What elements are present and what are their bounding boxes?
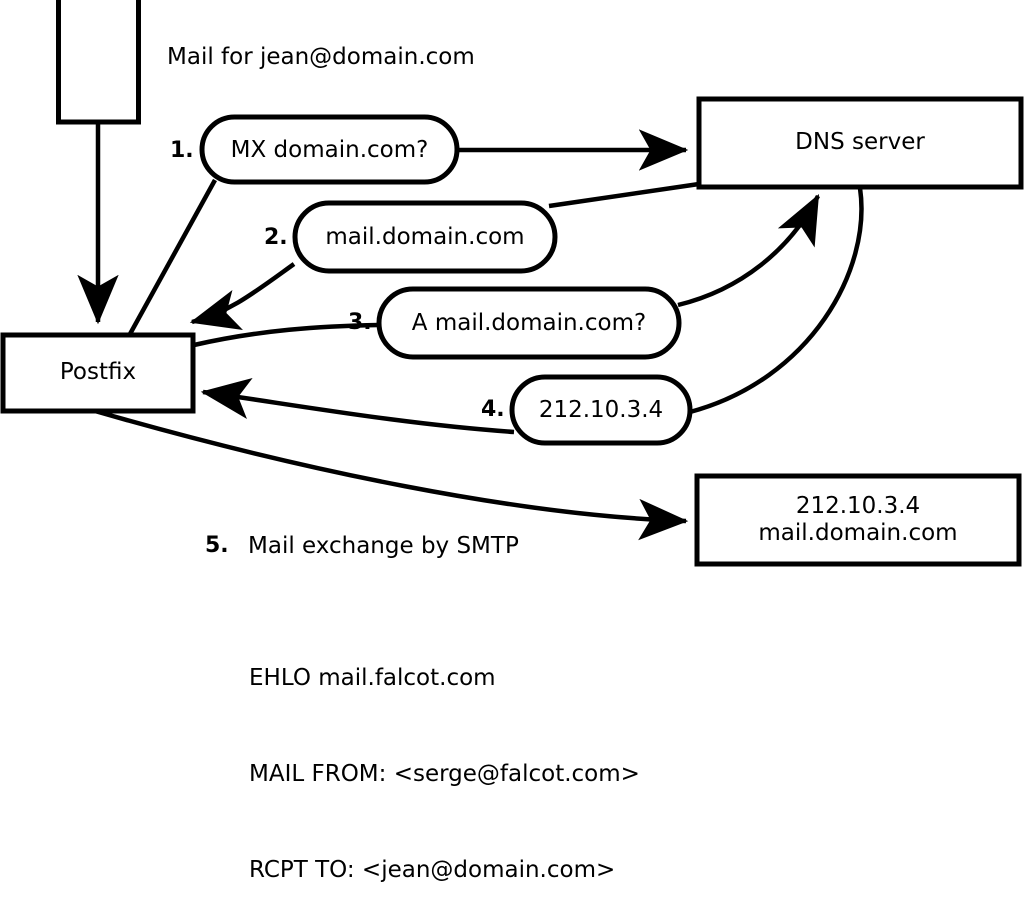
arrow-step5-to-mail-server xyxy=(94,408,689,541)
smtp-line: RCPT TO: <jean@domain.com> xyxy=(249,857,616,883)
step-2-pill-shape xyxy=(292,200,558,274)
line-step3-from-postfix xyxy=(193,322,380,348)
step-3-pill-shape xyxy=(376,286,682,360)
step-5-number: 5. xyxy=(205,533,229,558)
smtp-transcript: EHLO mail.falcot.com MAIL FROM: <serge@f… xyxy=(249,598,640,919)
step-1-number: 1. xyxy=(170,138,194,163)
line-step1-from-postfix xyxy=(128,178,217,336)
line-step4-from-dns xyxy=(689,187,864,415)
page-title: Mail for jean@domain.com xyxy=(167,44,475,70)
step-1-label: MX domain.com? xyxy=(230,136,429,163)
dns-server-shape xyxy=(696,96,1024,190)
step-3-number: 3. xyxy=(348,310,372,335)
client-box-shape xyxy=(56,0,141,125)
step-3-label: A mail.domain.com? xyxy=(411,310,647,336)
step-2-number: 2. xyxy=(264,225,288,250)
arrow-step4-to-postfix xyxy=(200,377,515,435)
step-2-label: mail.domain.com xyxy=(325,224,525,250)
postfix-shape xyxy=(0,332,196,414)
smtp-line: EHLO mail.falcot.com xyxy=(249,665,496,691)
arrow-step2-to-postfix xyxy=(189,262,296,330)
step-5-label: Mail exchange by SMTP xyxy=(248,533,519,559)
step-4-label: 212.10.3.4 xyxy=(538,397,664,423)
line-step2-from-dns xyxy=(548,181,700,209)
mail-server-shape xyxy=(694,473,1022,567)
arrow-step3-to-dns xyxy=(677,194,820,308)
step-4-number: 4. xyxy=(481,397,505,422)
smtp-line: MAIL FROM: <serge@falcot.com> xyxy=(249,761,640,787)
